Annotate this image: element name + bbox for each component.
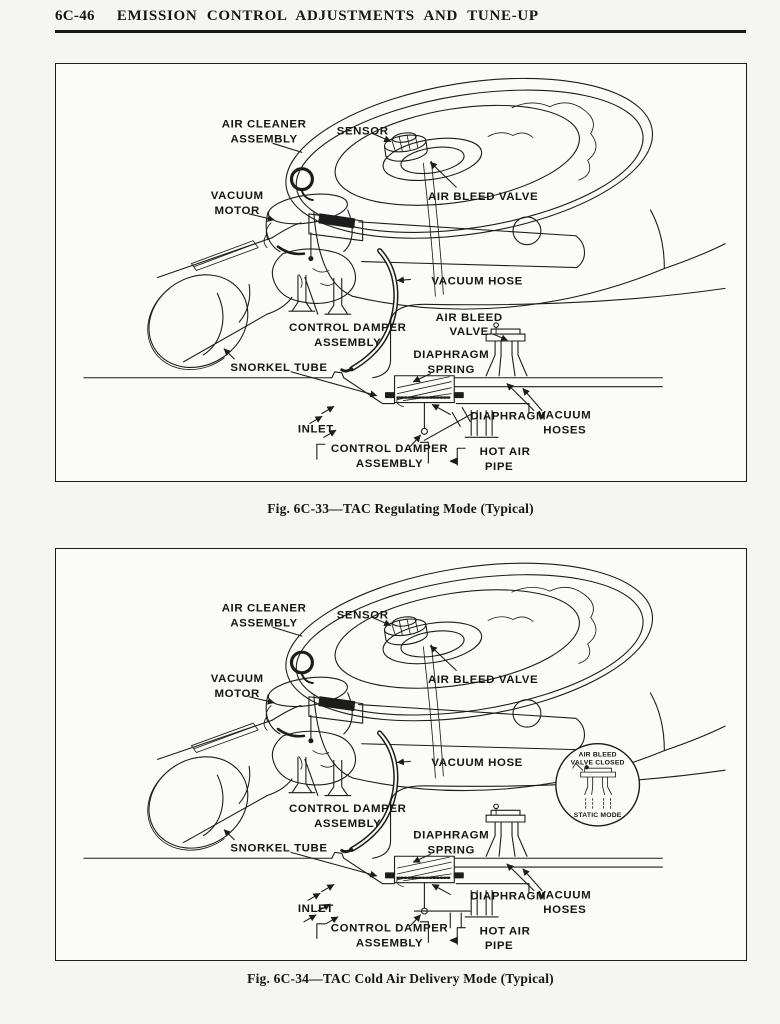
label-sensor: SENSOR: [337, 610, 389, 622]
label-control-damper-assembly-lower: CONTROL DAMPER: [331, 443, 449, 455]
label-air-cleaner-assembly: AIR CLEANER: [222, 119, 307, 131]
control-damper-flap-drawing: [413, 910, 471, 929]
figure-6c34-drawing: AIR CLEANER ASSEMBLY SENSOR VACUUM MOTOR…: [56, 549, 746, 952]
label-diaphragm-spring: DIAPHRAGM: [413, 349, 489, 361]
label-control-damper-assembly: CONTROL DAMPER: [289, 803, 406, 815]
figure-6c34-caption: Fig. 6C-34—TAC Cold Air Delivery Mode (T…: [247, 971, 554, 986]
figure-6c34-frame: AIR CLEANER ASSEMBLY SENSOR VACUUM MOTOR…: [55, 548, 747, 961]
page-number: 6C-46: [55, 8, 95, 24]
inlet-airflow-arrows: [303, 884, 339, 925]
figure-6c33-frame: AIR CLEANER ASSEMBLY SENSOR VACUUM MOTOR…: [55, 63, 747, 482]
control-damper-flap-drawing: [423, 406, 475, 441]
label-diaphragm: DIAPHRAGM: [470, 890, 546, 902]
label-vacuum-motor: MOTOR: [215, 205, 261, 217]
label-hot-air-pipe: PIPE: [485, 461, 513, 473]
label-sensor: SENSOR: [337, 126, 389, 138]
label-control-damper-assembly-lower: CONTROL DAMPER: [331, 923, 448, 935]
air-bleed-valve-detail-leader: [492, 333, 508, 341]
figure-6c33-drawing: AIR CLEANER ASSEMBLY SENSOR VACUUM MOTOR…: [56, 64, 746, 473]
label-air-cleaner-assembly: ASSEMBLY: [230, 617, 297, 629]
label-diaphragm-spring: DIAPHRAGM: [413, 830, 489, 842]
label-vacuum-hoses: VACUUM: [538, 409, 591, 421]
label-inset-static-mode: STATIC MODE: [574, 812, 622, 819]
label-hot-air-pipe: PIPE: [485, 940, 513, 952]
label-vacuum-motor: MOTOR: [215, 688, 260, 700]
label-vacuum-hoses: HOSES: [543, 424, 586, 436]
label-snorkel-tube: SNORKEL TUBE: [230, 842, 327, 854]
label-air-bleed-valve: AIR BLEED VALVE: [428, 674, 538, 686]
label-vacuum-hose: VACUUM HOSE: [431, 275, 523, 287]
label-snorkel-tube: SNORKEL TUBE: [230, 362, 327, 374]
label-vacuum-motor: VACUUM: [211, 673, 264, 685]
label-control-damper-assembly-lower: ASSEMBLY: [356, 458, 423, 470]
label-control-damper-assembly-lower: ASSEMBLY: [356, 937, 423, 949]
label-diaphragm-spring: SPRING: [428, 364, 475, 376]
label-air-bleed-valve-detail: VALVE: [449, 326, 488, 338]
label-inlet: INLET: [298, 903, 334, 915]
page-header: 6C-46 EMISSION CONTROL ADJUSTMENTS AND TU…: [55, 7, 539, 25]
page-title: EMISSION CONTROL ADJUSTMENTS AND TUNE-UP: [116, 8, 539, 24]
label-vacuum-motor: VACUUM: [211, 190, 264, 202]
label-air-cleaner-assembly: ASSEMBLY: [230, 133, 297, 145]
label-control-damper-assembly: ASSEMBLY: [314, 337, 381, 349]
label-hot-air-pipe: HOT AIR: [480, 926, 531, 938]
label-vacuum-hoses: HOSES: [543, 904, 586, 916]
figure-6c33-caption: Fig. 6C-33—TAC Regulating Mode (Typical): [267, 501, 534, 516]
inlet-airflow-arrows: [309, 405, 337, 438]
label-vacuum-hoses: VACUUM: [538, 889, 591, 901]
static-mode-inset: [555, 743, 641, 827]
label-control-damper-assembly: CONTROL DAMPER: [289, 322, 407, 334]
label-air-bleed-valve: AIR BLEED VALVE: [428, 191, 538, 203]
label-inset-air-bleed-valve-closed: AIR BLEED: [579, 752, 617, 759]
header-rule: [55, 30, 746, 33]
label-diaphragm: DIAPHRAGM: [470, 410, 546, 422]
label-inlet: INLET: [298, 423, 334, 435]
label-vacuum-hose: VACUUM HOSE: [431, 757, 523, 769]
label-inset-air-bleed-valve-closed: VALVE CLOSED: [571, 759, 625, 766]
label-air-bleed-valve-detail: AIR BLEED: [436, 312, 503, 324]
label-control-damper-assembly: ASSEMBLY: [314, 818, 381, 830]
label-hot-air-pipe: HOT AIR: [480, 446, 531, 458]
label-diaphragm-spring: SPRING: [428, 844, 475, 856]
label-air-cleaner-assembly: AIR CLEANER: [222, 603, 307, 615]
